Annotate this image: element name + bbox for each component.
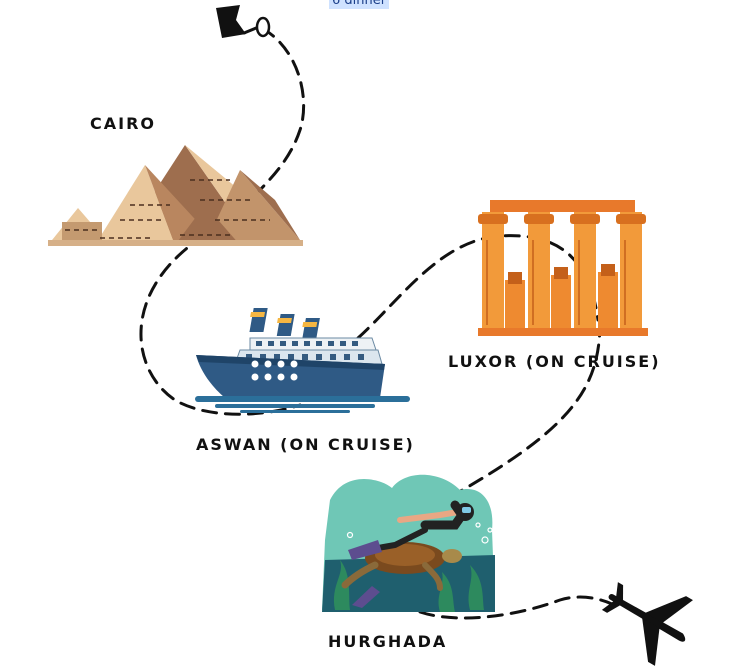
label-aswan: ASWAN (ON CRUISE) — [196, 435, 415, 454]
airplane-icon — [601, 582, 693, 666]
label-luxor: LUXOR (ON CRUISE) — [448, 352, 661, 371]
route-segment-start-cairo — [248, 26, 306, 202]
flag-pin-icon — [216, 5, 271, 38]
temple-columns-icon — [478, 200, 648, 336]
snorkeler-turtle-icon — [322, 474, 495, 612]
route-segment-hurghada-plane — [418, 595, 614, 620]
route-segment-cairo-aswan — [139, 233, 302, 416]
route-segment-luxor-hurghada — [443, 320, 602, 502]
pyramids-icon — [48, 145, 303, 246]
label-hurghada: HURGHADA — [328, 632, 448, 651]
top-note-text: 6 dinner — [329, 0, 390, 9]
label-cairo: CAIRO — [90, 114, 156, 133]
cruise-ship-icon — [195, 308, 410, 413]
